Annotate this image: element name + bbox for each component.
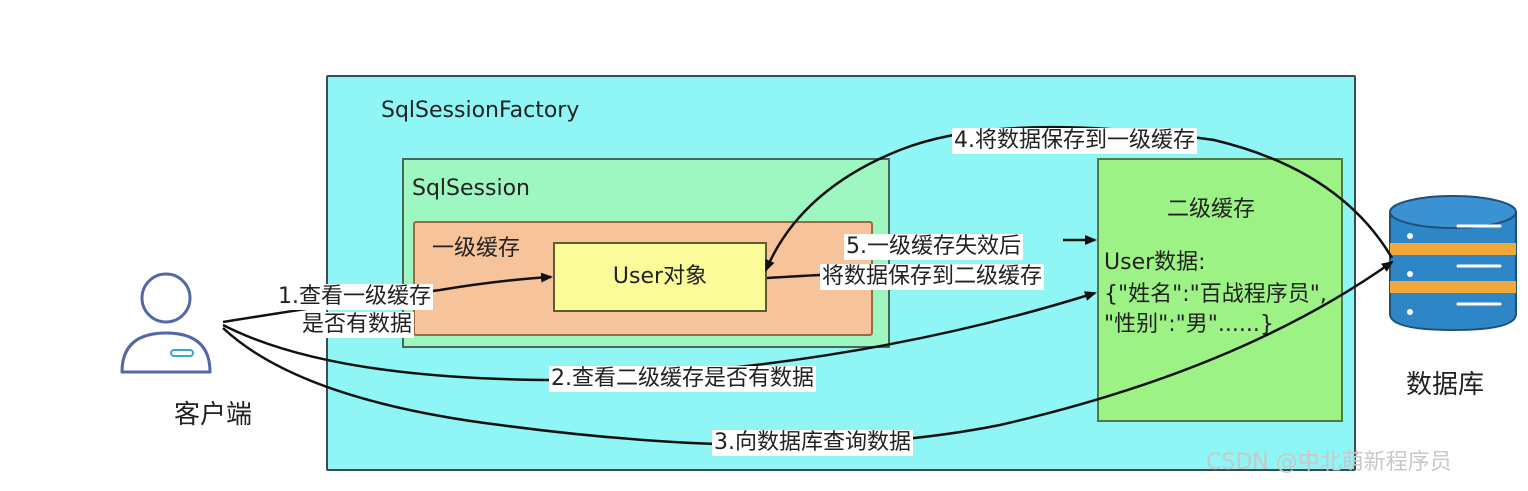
database-label: 数据库 [1406,370,1485,400]
l2-cache-line3: "性别":"男"......} [1104,312,1274,337]
client-label: 客户端 [174,400,253,430]
user-object-label: User对象 [612,264,708,289]
factory-label: SqlSessionFactory [381,98,580,123]
step3-label: 3.向数据库查询数据 [712,430,913,456]
step4-label: 4.将数据保存到一级缓存 [952,128,1197,154]
step1-label-line1: 1.查看一级缓存 [276,284,433,310]
l2-cache-title: 二级缓存 [1167,197,1256,222]
step2-label: 2.查看二级缓存是否有数据 [549,366,816,392]
watermark: CSDN @中北萌新程序员 [1206,450,1452,475]
arrow-step4 [764,125,1394,272]
step1-label-line2: 是否有数据 [300,312,415,338]
session-label: SqlSession [412,176,530,201]
l2-cache-line1: User数据: [1104,250,1206,275]
user-object-box [553,242,767,312]
step5-label-line2: 将数据保存到二级缓存 [820,264,1045,290]
l1-cache-label: 一级缓存 [432,236,521,261]
arrow-step5-in [766,273,821,280]
l2-cache-line2: {"姓名":"百战程序员", [1104,282,1327,307]
step5-label-line1: 5.一级缓存失效后 [844,234,1023,260]
l2-cache-box [1097,158,1343,422]
